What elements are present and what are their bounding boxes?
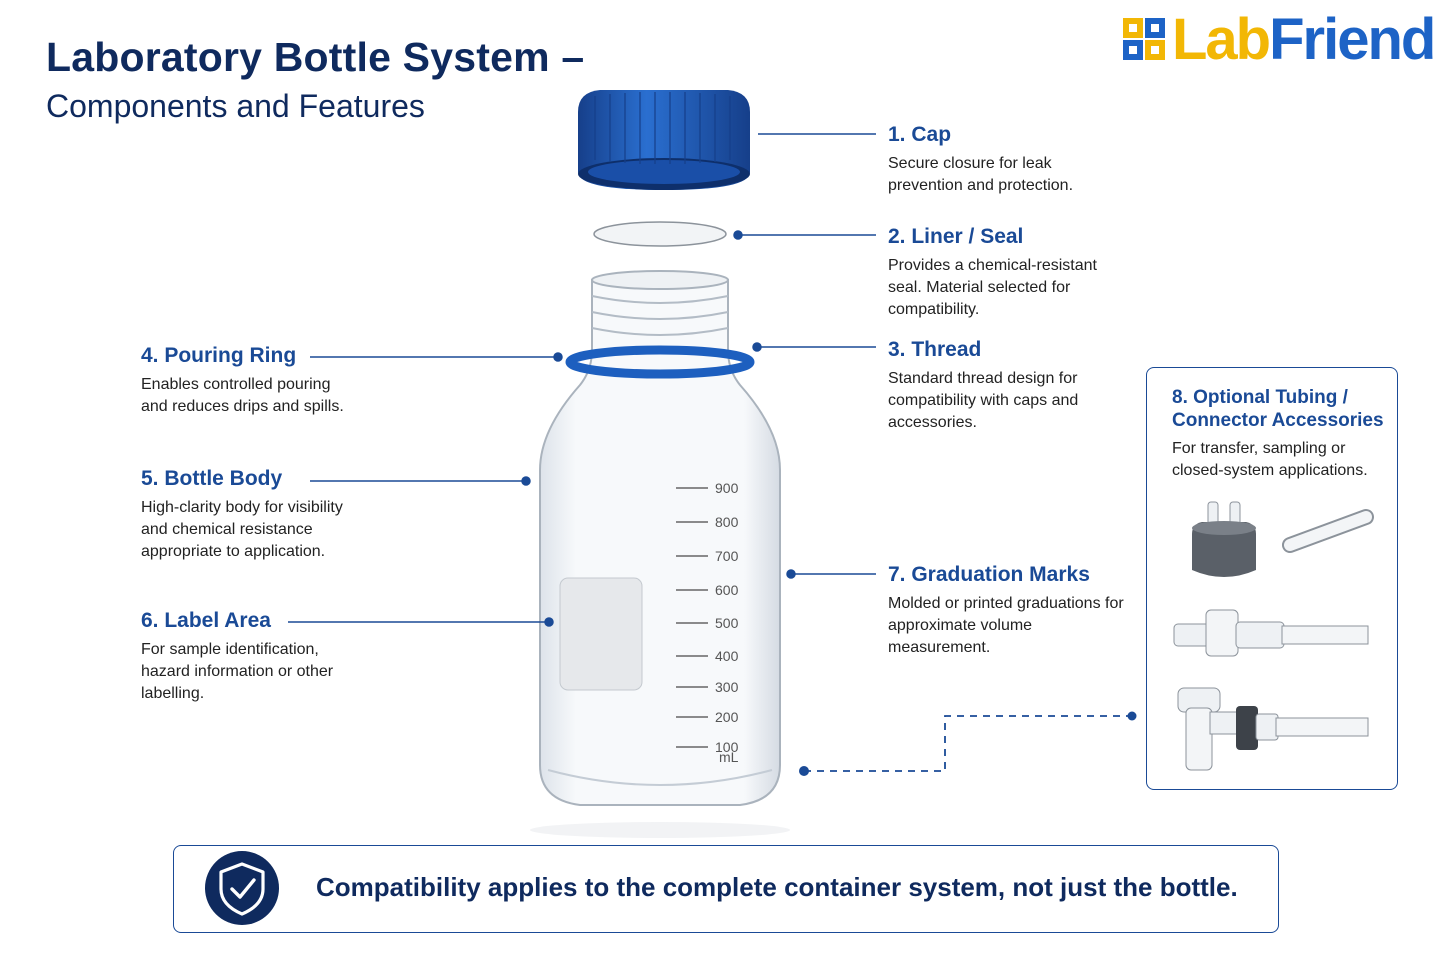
leader-accessories xyxy=(804,715,1132,772)
graduation-unit: mL xyxy=(719,749,739,765)
page-subtitle: Components and Features xyxy=(46,88,425,124)
callout-description: High-clarity body for visibility and che… xyxy=(141,499,343,560)
label-area-graphic xyxy=(559,577,643,691)
graduation-label: 900 xyxy=(715,480,739,496)
graduation-label: 100 xyxy=(715,739,739,755)
straight-connector-graphic xyxy=(1173,609,1369,657)
compatibility-banner-text: Compatibility applies to the complete co… xyxy=(316,872,1238,902)
graduation-marks: 900 800 700 600 500 400 300 200 100 xyxy=(676,480,739,755)
accessories-heading: 8. Optional Tubing / Connector Accessori… xyxy=(1172,386,1384,432)
graduation-label: 600 xyxy=(715,582,739,598)
callout-heading: 7. Graduation Marks xyxy=(888,563,1090,586)
callout-graduation-marks: 7. Graduation Marks Molded or printed gr… xyxy=(888,563,1128,659)
callout-description: Enables controlled pouring and reduces d… xyxy=(141,376,344,415)
page-title: Laboratory Bottle System – xyxy=(46,34,585,80)
callout-heading: 6. Label Area xyxy=(141,609,271,632)
callout-description: For sample identification, hazard inform… xyxy=(141,641,334,702)
compatibility-banner xyxy=(173,845,1279,933)
accessories-heading-line2: Connector Accessories xyxy=(1172,410,1384,431)
connector-cap-graphic xyxy=(1192,501,1256,577)
logo-text-friend: Friend xyxy=(1269,7,1436,72)
callout-liner-seal: 2. Liner / Seal Provides a chemical-resi… xyxy=(888,225,1128,321)
callout-thread: 3. Thread Standard thread design for com… xyxy=(888,338,1108,434)
accessories-heading-line1: 8. Optional Tubing / xyxy=(1172,387,1348,408)
graduation-label: 800 xyxy=(715,514,739,530)
elbow-connector-graphic xyxy=(1177,687,1369,771)
callout-description: Molded or printed graduations for approx… xyxy=(888,595,1124,656)
callout-heading: 1. Cap xyxy=(888,123,952,146)
logo-mark-icon xyxy=(1123,18,1165,60)
graduation-label: 400 xyxy=(715,648,739,664)
graduation-label: 700 xyxy=(715,548,739,564)
callout-description: Secure closure for leak prevention and p… xyxy=(888,155,1074,194)
bottle-graphic xyxy=(530,270,790,838)
accessories-panel xyxy=(1146,367,1398,790)
callout-heading: 5. Bottle Body xyxy=(141,467,283,490)
callout-description: Standard thread design for compatibility… xyxy=(888,370,1079,431)
shield-check-icon xyxy=(205,851,279,925)
tubing-graphic xyxy=(1282,509,1374,553)
callout-bottle-body: 5. Bottle Body High-clarity body for vis… xyxy=(141,467,371,563)
liner-graphic xyxy=(593,221,727,247)
logo-text-lab: Lab xyxy=(1172,7,1271,72)
callout-heading: 4. Pouring Ring xyxy=(141,344,297,367)
cap-graphic xyxy=(578,90,750,190)
callout-description: Provides a chemical-resistant seal. Mate… xyxy=(888,257,1097,318)
callout-cap: 1. Cap Secure closure for leak preventio… xyxy=(888,123,1128,197)
labfriend-logo: LabFriend xyxy=(1120,6,1436,73)
graduation-label: 200 xyxy=(715,709,739,725)
callout-heading: 3. Thread xyxy=(888,338,982,361)
accessories-description: For transfer, sampling or closed-system … xyxy=(1172,440,1368,479)
graduation-label: 300 xyxy=(715,679,739,695)
callout-heading: 2. Liner / Seal xyxy=(888,225,1024,248)
graduation-label: 500 xyxy=(715,615,739,631)
callout-pouring-ring: 4. Pouring Ring Enables controlled pouri… xyxy=(141,344,361,418)
callout-label-area: 6. Label Area For sample identification,… xyxy=(141,609,351,705)
